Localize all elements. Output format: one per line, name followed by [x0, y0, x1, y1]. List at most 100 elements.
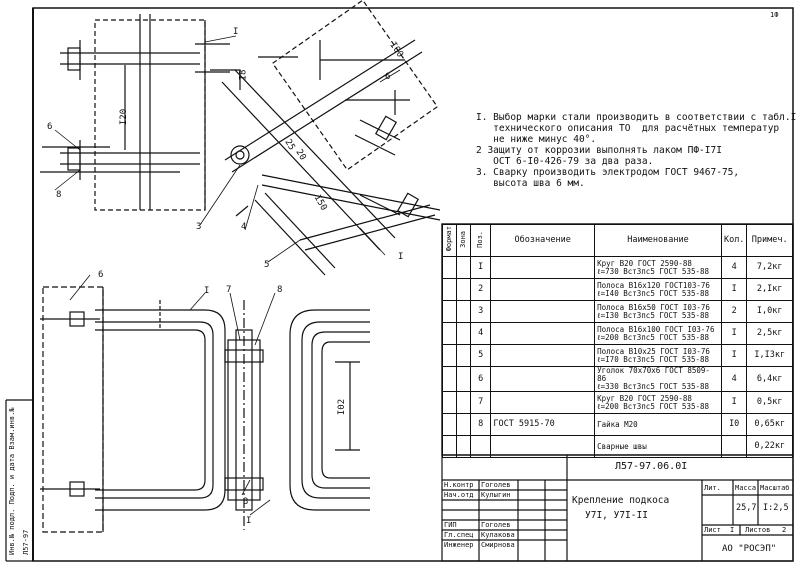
side-stamp-code: Л57-97 — [22, 529, 30, 555]
row-note: 6,4кг — [746, 366, 793, 392]
person: Кулакова — [481, 531, 515, 539]
table-row: 8 ГОСТ 5915-70 Гайка М20 I0 0,65кг — [442, 413, 793, 436]
row-designation — [490, 435, 596, 458]
row-pos: I — [469, 256, 492, 279]
row-pos: 7 — [469, 391, 492, 414]
row-pos — [469, 435, 492, 458]
header-zone: Зона — [456, 224, 471, 257]
row-qty: I — [720, 391, 748, 414]
dim-102: I02 — [337, 398, 348, 416]
row-designation — [490, 391, 596, 414]
row-pos: 4 — [469, 322, 492, 345]
role: ГИП — [444, 521, 457, 529]
callout-8-bottom: 8 — [277, 285, 283, 295]
row-designation — [490, 278, 596, 301]
role: Нач.отд — [444, 491, 474, 499]
row-pos: 6 — [469, 366, 492, 392]
role: Н.контр — [444, 481, 474, 489]
row-note: I,0кг — [746, 300, 793, 323]
specification-table: Формат Зона Поз. Обозначение Наименовани… — [442, 224, 793, 458]
note-line: ОСТ 6-I0-426-79 за два раза. — [476, 156, 654, 167]
row-pos: 3 — [469, 300, 492, 323]
callout-3-bottom: 3 — [243, 497, 249, 507]
header-pos: Поз. — [469, 224, 492, 257]
role: Инженер — [444, 541, 474, 549]
sheet-label: Лист — [704, 526, 721, 534]
callout-6-bottom: 6 — [98, 270, 104, 280]
note-line: высота шва 6 мм. — [476, 178, 585, 189]
mass-value: 25,7 — [736, 503, 757, 513]
sheets-label: Листов — [745, 526, 771, 534]
dim-18: I8 — [238, 69, 249, 81]
technical-notes: I. Выбор марки стали производить в соотв… — [476, 112, 797, 189]
row-pos: 8 — [469, 413, 492, 436]
note-line: технического описания ТО для расчётных т… — [476, 123, 780, 134]
organization: АО "РОСЭП" — [722, 544, 777, 554]
spec-header-row: Формат Зона Поз. Обозначение Наименовани… — [442, 224, 793, 257]
row-qty: 2 — [720, 300, 748, 323]
dim-120: I20 — [119, 108, 130, 126]
callout-I-bottom: I — [204, 286, 210, 296]
header-designation: Обозначение — [490, 224, 596, 257]
row-qty: I0 — [720, 413, 748, 436]
row-qty — [720, 435, 748, 458]
header-qty: Кол. — [720, 224, 748, 257]
callout-3-top: 3 — [196, 222, 202, 232]
table-row: Сварные швы 0,22кг — [442, 435, 793, 458]
row-note: I,I3кг — [746, 344, 793, 367]
header-format: Формат — [442, 224, 457, 257]
sheets-number: 2 — [782, 526, 787, 534]
view-top-left — [40, 14, 241, 211]
row-qty: 4 — [720, 256, 748, 279]
sheet-number: I — [730, 526, 735, 534]
row-designation — [490, 344, 596, 367]
lit-label: Лит. — [704, 484, 721, 492]
note-line: не ниже минус 40°. — [476, 134, 597, 145]
row-designation — [490, 366, 596, 392]
person: Гоголев — [481, 481, 511, 489]
side-stamp-text: Инв.№ подл. Подп. и дата Взам.инв.№ — [8, 407, 16, 555]
row-designation — [490, 322, 596, 345]
callout-4: 4 — [241, 222, 247, 232]
note-line: 3. Сварку производить электродом ГОСТ 94… — [476, 167, 740, 178]
row-pos: 2 — [469, 278, 492, 301]
note-line: 2 Защиту от коррозии выполнять лаком ПФ-… — [476, 145, 722, 156]
callout-6-left: 6 — [47, 122, 53, 132]
person: Смирнова — [481, 541, 515, 549]
row-designation: ГОСТ 5915-70 — [490, 413, 596, 436]
row-note: 2,5кг — [746, 322, 793, 345]
row-name: Сварные швы — [594, 435, 722, 458]
callout-I-top: I — [233, 27, 239, 37]
view-diagonal — [221, 0, 441, 276]
sheet-corner-mark: 1Ф — [770, 11, 779, 19]
row-note: 0,5кг — [746, 391, 793, 414]
role: Гл.спец — [444, 531, 474, 539]
row-note: 7,2кг — [746, 256, 793, 279]
view-bottom — [40, 286, 370, 533]
row-qty: I — [720, 278, 748, 301]
row-designation — [490, 300, 596, 323]
row-qty: 4 — [720, 366, 748, 392]
header-note: Примеч. — [746, 224, 793, 257]
scale-value: I:2,5 — [763, 503, 789, 513]
person: Гоголев — [481, 521, 511, 529]
drawing-title: Крепление подкоса — [572, 495, 670, 506]
note-line: I. Выбор марки стали производить в соотв… — [476, 112, 797, 123]
row-note: 0,65кг — [746, 413, 793, 436]
header-name: Наименование — [594, 224, 722, 257]
row-note: 2,Iкг — [746, 278, 793, 301]
